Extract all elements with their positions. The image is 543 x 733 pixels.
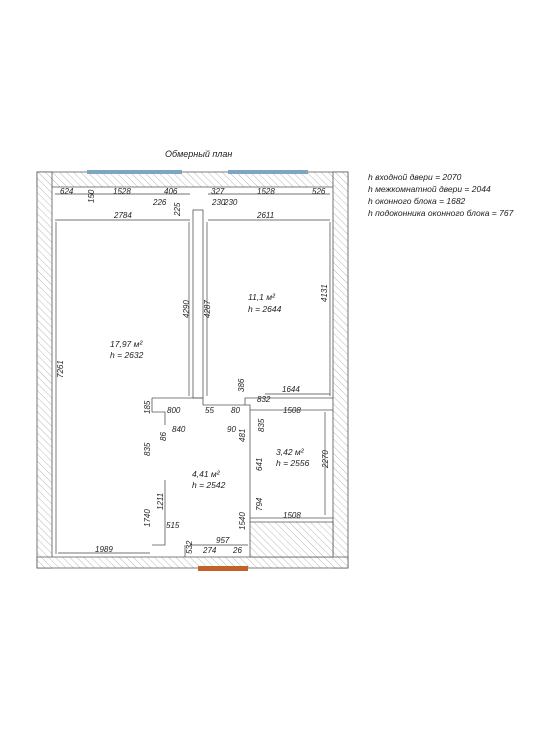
dim-label: 55	[205, 406, 214, 415]
dimension-lines	[55, 193, 331, 554]
entrance-door	[198, 566, 248, 571]
dim-label: 832	[257, 395, 271, 404]
dim-label: 1989	[95, 545, 113, 554]
wall-partition-horizontal	[152, 397, 333, 406]
dim-label: 274	[202, 546, 217, 555]
dim-label: 641	[255, 458, 264, 471]
window-left	[87, 170, 182, 174]
dim-label: 80	[231, 406, 240, 415]
dim-label: 230	[223, 198, 238, 207]
dim-label: 226	[152, 198, 167, 207]
room-bedroom-height: h = 2644	[248, 304, 282, 314]
dim-label: 4131	[320, 284, 329, 302]
dim-label: 1508	[283, 406, 301, 415]
dim-label: 800	[167, 406, 181, 415]
room-labels: 17,97 м² h = 2632 11,1 м² h = 2644 4,41 …	[110, 292, 310, 490]
dim-label: 150	[87, 189, 96, 203]
room-hall-area: 4,41 м²	[192, 469, 221, 479]
plan-title: Обмерный план	[165, 149, 232, 159]
dim-label: 1528	[257, 187, 275, 196]
room-living-height: h = 2632	[110, 350, 144, 360]
wall-partition-vertical	[192, 209, 204, 399]
dim-label: 1644	[282, 385, 300, 394]
dim-label: 1211	[156, 493, 165, 510]
outer-walls	[36, 171, 349, 569]
dim-label: 230	[211, 198, 226, 207]
dim-label: 386	[237, 378, 246, 392]
dim-label: 4287	[203, 300, 212, 318]
room-bedroom-area: 11,1 м²	[248, 292, 276, 302]
dim-label: 840	[172, 425, 186, 434]
room-bath-area: 3,42 м²	[276, 447, 305, 457]
room-living-area: 17,97 м²	[110, 339, 143, 349]
dim-label: 7261	[56, 360, 65, 378]
dim-label: 225	[173, 202, 182, 217]
window-right	[228, 170, 308, 174]
room-hall-height: h = 2542	[192, 480, 226, 490]
note-window-sill: h подоконника оконного блока = 767	[368, 208, 514, 218]
dim-label: 794	[255, 497, 264, 511]
wall-hall-left-top	[151, 398, 166, 425]
dim-label: 526	[312, 187, 326, 196]
dim-label: 4290	[182, 300, 191, 318]
dim-label: 2611	[256, 211, 274, 220]
dim-label: 515	[166, 521, 180, 530]
dim-label: 26	[232, 546, 242, 555]
dim-label: 185	[143, 400, 152, 414]
wall-bath-left	[245, 404, 251, 522]
dim-label: 1528	[113, 187, 131, 196]
height-notes: h входной двери = 2070 h межкомнатной дв…	[368, 172, 514, 218]
dim-label: 1740	[143, 509, 152, 527]
wall-top	[36, 171, 349, 188]
interior-walls	[151, 209, 333, 557]
note-interior-door: h межкомнатной двери = 2044	[368, 184, 491, 194]
dim-label: 327	[211, 187, 225, 196]
dim-label: 90	[227, 425, 236, 434]
note-entrance-door: h входной двери = 2070	[368, 172, 462, 182]
wall-left	[36, 171, 53, 569]
dim-label: 86	[159, 432, 168, 441]
wall-bottom-right-block	[249, 521, 334, 558]
dim-label: 406	[164, 187, 178, 196]
dim-label: 2784	[113, 211, 132, 220]
wall-right	[332, 171, 349, 569]
dimension-labels: 624 1528 406 327 1528 526 226 230 230 27…	[60, 187, 326, 555]
dim-label: 481	[238, 429, 247, 442]
dim-label: 532	[185, 540, 194, 554]
dim-label: 2270	[321, 450, 330, 469]
wall-hall-left-bottom	[152, 480, 166, 546]
dim-label: 1508	[283, 511, 301, 520]
dim-label: 835	[143, 442, 152, 456]
note-window-block: h оконного блока = 1682	[368, 196, 466, 206]
dim-label: 1540	[238, 512, 247, 530]
dim-label: 835	[257, 418, 266, 432]
dimension-labels-vertical: 150 225 4290 4287 4131 7261 386 185 86 4…	[56, 189, 330, 554]
dim-label: 957	[216, 536, 230, 545]
room-bath-height: h = 2556	[276, 458, 310, 468]
wall-bottom	[36, 556, 349, 569]
dim-label: 624	[60, 187, 74, 196]
